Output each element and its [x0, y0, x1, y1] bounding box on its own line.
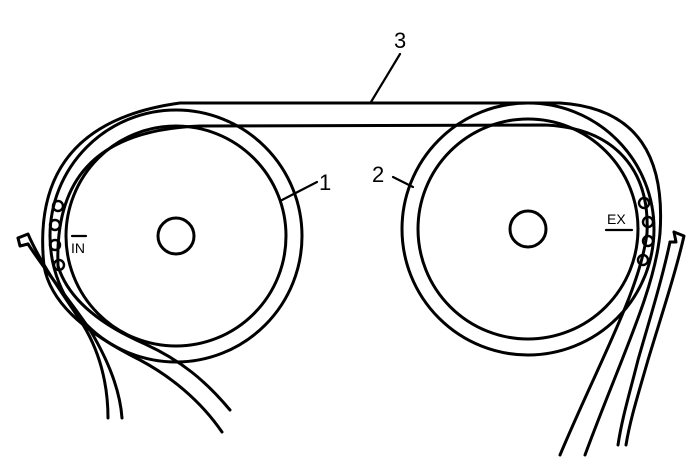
timing-chain-inner-edge: [56, 123, 649, 268]
leader-line-chain: [369, 52, 402, 104]
timing-chain-left-strand-inner: [56, 264, 232, 412]
exhaust-link-marks: [636, 196, 655, 267]
right-guide-inner: [616, 240, 672, 447]
intake-link-marks: [48, 199, 66, 272]
callout-2: 2: [372, 162, 384, 187]
link-mark: [637, 196, 651, 210]
exhaust-camshaft-sprocket: [400, 101, 656, 357]
exhaust-mark-label: EX: [607, 211, 626, 227]
exhaust-timing-mark: EX: [604, 211, 634, 232]
link-mark: [48, 238, 62, 252]
link-mark: [636, 253, 650, 267]
exhaust-sprocket-inner-ring: [416, 117, 640, 341]
intake-timing-mark: IN: [70, 234, 88, 256]
callout-1: 1: [319, 170, 331, 195]
right-guide-tip: [668, 230, 678, 244]
intake-mark-label: IN: [71, 240, 85, 256]
timing-chain-left-strand-outer: [42, 264, 224, 434]
timing-chain: [41, 101, 663, 457]
exhaust-sprocket-outer-ring: [400, 101, 656, 357]
link-mark: [52, 258, 66, 272]
link-mark: [641, 215, 655, 229]
left-guide-inner: [26, 242, 124, 420]
intake-sprocket-hub: [156, 216, 196, 256]
exhaust-sprocket-hub: [508, 209, 548, 249]
right-guide-outer: [624, 230, 686, 447]
left-guide-outer: [16, 232, 110, 420]
intake-sprocket-outer-ring: [48, 108, 304, 364]
leader-line-exhaust: [391, 175, 415, 189]
intake-camshaft-sprocket: [48, 108, 304, 364]
leader-line-intake: [280, 180, 319, 202]
timing-chain-right-strand-inner: [558, 231, 649, 457]
left-guide-tip: [16, 236, 30, 248]
timing-chain-outer-edge: [41, 101, 663, 268]
link-mark: [51, 199, 65, 213]
right-chain-guide: [616, 230, 686, 447]
intake-sprocket-inner-ring: [64, 124, 288, 348]
callout-3: 3: [394, 28, 406, 53]
timing-chain-right-strand-outer: [583, 231, 662, 457]
link-mark: [48, 218, 62, 232]
link-mark: [641, 234, 655, 248]
